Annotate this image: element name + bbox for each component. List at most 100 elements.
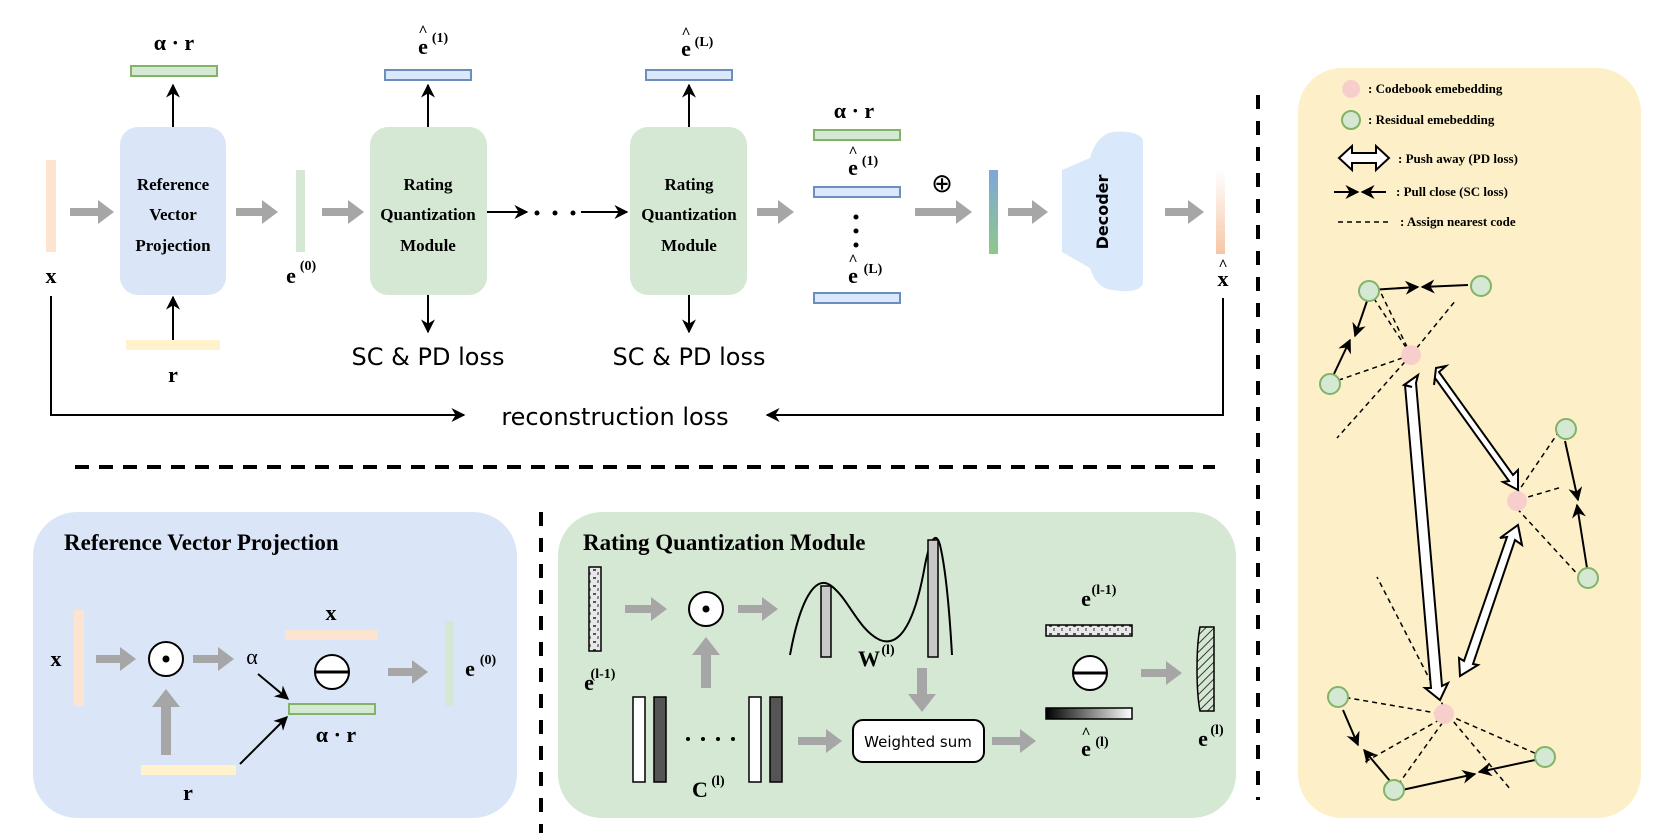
gray-arrow [992, 729, 1036, 753]
rvp-alpha-label: α [246, 644, 258, 669]
weight-distribution-curve [789, 537, 953, 656]
e-prev-right-label: e [1081, 586, 1091, 611]
e0-label: e [286, 263, 296, 288]
e0-sup: (0) [300, 259, 317, 274]
gray-arrow [1165, 200, 1204, 224]
recon-arrow-right [765, 298, 1224, 422]
stack-eL-sup: (L) [864, 262, 883, 277]
legend-panel-bg [1298, 68, 1641, 818]
gray-arrow [96, 647, 136, 671]
rvp-x-bar [74, 610, 84, 706]
hat: ^ [1218, 257, 1227, 274]
rqm1-line3: Module [400, 236, 456, 255]
rvp-r-label: r [183, 780, 193, 805]
codebook-vector [748, 696, 762, 783]
gray-arrow [738, 597, 778, 621]
residual-node [1358, 280, 1380, 302]
gray-arrow [798, 729, 842, 753]
stack-alpha-r-bar [813, 129, 901, 141]
top-pipeline: x Reference Vector Projection α · r r e … [46, 23, 1260, 833]
rvp-e0-label: e [465, 656, 475, 681]
rqm1-line1: Rating [403, 175, 453, 194]
sc-pd-loss-2: SC & PD loss [613, 343, 766, 371]
rqm-panel-bg [558, 512, 1236, 818]
codebook-vector [632, 696, 646, 783]
gray-arrow [388, 660, 428, 684]
rvp-r-bar [141, 765, 236, 775]
residual-node [1555, 418, 1577, 440]
hat: ^ [418, 23, 427, 40]
hat: ^ [1081, 725, 1090, 742]
rqm1-line2: Quantization [380, 205, 476, 224]
e-prev-label: e [584, 670, 594, 695]
e-prev-sup: (l-1) [591, 667, 616, 682]
rvp-e0-sup: (0) [480, 653, 497, 668]
rvp-x-horizontal-bar [285, 630, 378, 640]
sum-vector-bar [989, 170, 998, 254]
c-sup: (l) [711, 774, 725, 789]
legend-panel: : Codebook emebedding : Residual emebedd… [1298, 68, 1641, 818]
rqmL-line3: Module [661, 236, 717, 255]
e-hat-horizontal-bar [1045, 707, 1133, 720]
decoder-label: Decoder [1093, 174, 1112, 249]
hat: ^ [848, 144, 857, 161]
stack-e1-bar [813, 186, 901, 198]
e-out-label: e [1198, 726, 1208, 751]
ref-projection-line2: Vector [149, 205, 197, 224]
stack-e1-sup: (1) [862, 154, 879, 169]
push-away-arrow [1457, 523, 1524, 678]
residual-node [1383, 779, 1405, 801]
weight-bar-1 [820, 585, 832, 658]
alpha-r-bar [130, 65, 218, 77]
weight-bar-2 [927, 539, 939, 658]
rqmL-line1: Rating [664, 175, 714, 194]
rqm-panel: Rating Quantization Module e (l-1) W (l) [558, 512, 1236, 818]
legend-codebook: : Codebook emebedding [1368, 81, 1503, 96]
weighted-sum-label: Weighted sum [864, 733, 972, 751]
eL-sup: (L) [695, 35, 714, 50]
codebook-node [1401, 345, 1421, 365]
weighted-sum-box [852, 719, 985, 763]
ref-projection-line1: Reference [137, 175, 210, 194]
codebook-vector [769, 696, 783, 783]
eL-bar [645, 69, 733, 81]
codebook-vector [653, 696, 667, 783]
gray-arrow [1008, 200, 1048, 224]
e-hat-label: e [1081, 736, 1091, 761]
alpha-r-label: α · r [154, 30, 195, 55]
rvp-x-label: x [51, 646, 62, 671]
push-away-legend-icon [1337, 143, 1391, 173]
rqm-title: Rating Quantization Module [583, 530, 865, 555]
gray-arrow [692, 637, 720, 688]
e-hat-sup: (l) [1095, 735, 1109, 750]
reconstruction-loss-label: reconstruction loss [501, 403, 728, 431]
push-away-arrow [1401, 372, 1451, 702]
e1-bar [384, 69, 472, 81]
rvp-alpha-r-bar [288, 703, 376, 715]
stack-e1-label: e [848, 155, 858, 180]
r-label: r [168, 362, 178, 387]
e-out-sup: (l) [1210, 723, 1224, 738]
stack-eL-label: e [848, 263, 858, 288]
legend-assign: : Assign nearest code [1400, 214, 1516, 229]
gray-arrow [152, 689, 180, 755]
e-prev-right-sup: (l-1) [1092, 583, 1117, 598]
rqm-box-1 [370, 127, 487, 295]
e-out-vector [1196, 626, 1215, 712]
gray-arrow [915, 200, 972, 224]
residual-legend-icon [1341, 110, 1361, 130]
r-bar [126, 340, 220, 350]
residual-node [1577, 567, 1599, 589]
residual-node [1327, 686, 1349, 708]
e0-bar [296, 170, 305, 252]
gray-arrow [322, 200, 364, 224]
decoder-shape [1062, 131, 1143, 292]
e-prev-horizontal-bar [1045, 624, 1133, 637]
w-label: W [858, 646, 880, 671]
rvp-panel: Reference Vector Projection x r α x α · … [33, 512, 517, 818]
sc-pd-loss-1: SC & PD loss [352, 343, 505, 371]
input-x-bar [46, 160, 56, 252]
hat: ^ [681, 25, 690, 42]
gray-arrow [908, 668, 936, 712]
